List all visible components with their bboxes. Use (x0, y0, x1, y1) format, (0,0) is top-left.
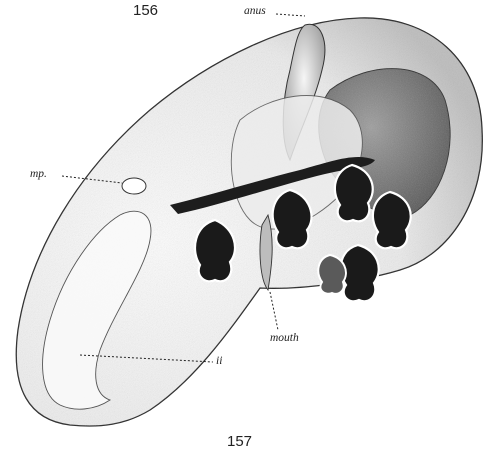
label-ii: ii (216, 355, 222, 367)
leader-anus (276, 14, 305, 16)
leader-mouth (270, 292, 278, 330)
tentacle-tuft-3 (335, 165, 373, 221)
tentacle-tuft-4 (373, 192, 411, 248)
mp-opening (122, 178, 146, 194)
tentacle-tuft-2 (273, 190, 312, 248)
label-mouth: mouth (270, 332, 299, 344)
tentacle-tuft-6 (318, 255, 346, 294)
label-mp: mp. (30, 168, 47, 180)
tentacle-tuft-1 (195, 220, 235, 281)
figure-number-bottom: 157 (227, 433, 252, 450)
figure-number-top: 156 (133, 2, 158, 19)
label-anus: anus (244, 5, 266, 17)
